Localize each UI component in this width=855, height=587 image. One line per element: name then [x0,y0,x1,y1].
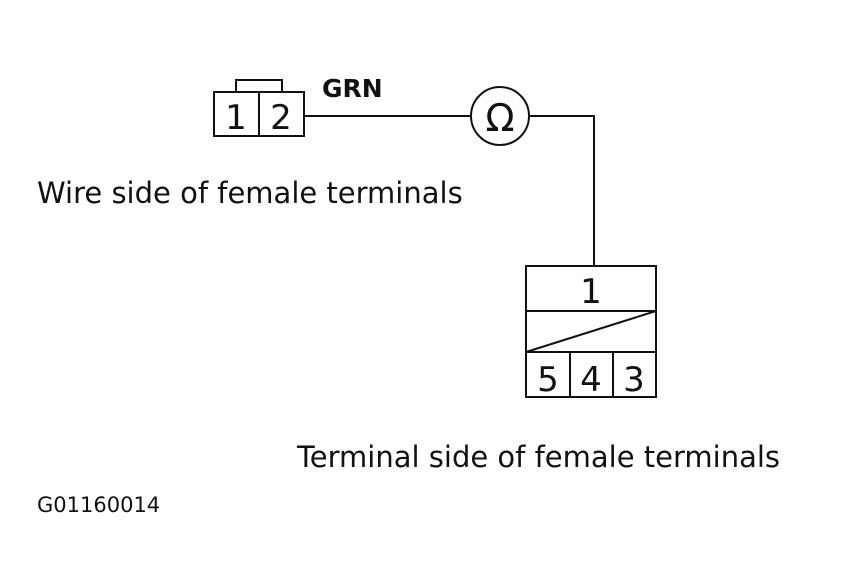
wire-side-label: Wire side of female terminals [37,176,463,210]
right-pin-4: 4 [580,360,602,400]
figure-code: G01160014 [37,493,160,517]
wire-meter-to-right-connector [529,115,595,266]
right-connector: 1 5 4 3 [525,265,657,400]
left-pin-2: 2 [270,98,292,138]
ohm-icon: Ω [485,96,514,140]
left-pin-1: 1 [225,98,247,138]
right-pin-3: 3 [623,360,645,400]
terminal-side-label: Terminal side of female terminals [296,440,780,474]
wire-color-label: GRN [322,74,383,103]
left-connector: 1 2 [213,79,305,138]
right-pin-1: 1 [580,272,602,312]
ohmmeter: Ω [470,86,530,146]
right-pin-5: 5 [537,360,559,400]
right-connector-diagonal [525,310,657,353]
